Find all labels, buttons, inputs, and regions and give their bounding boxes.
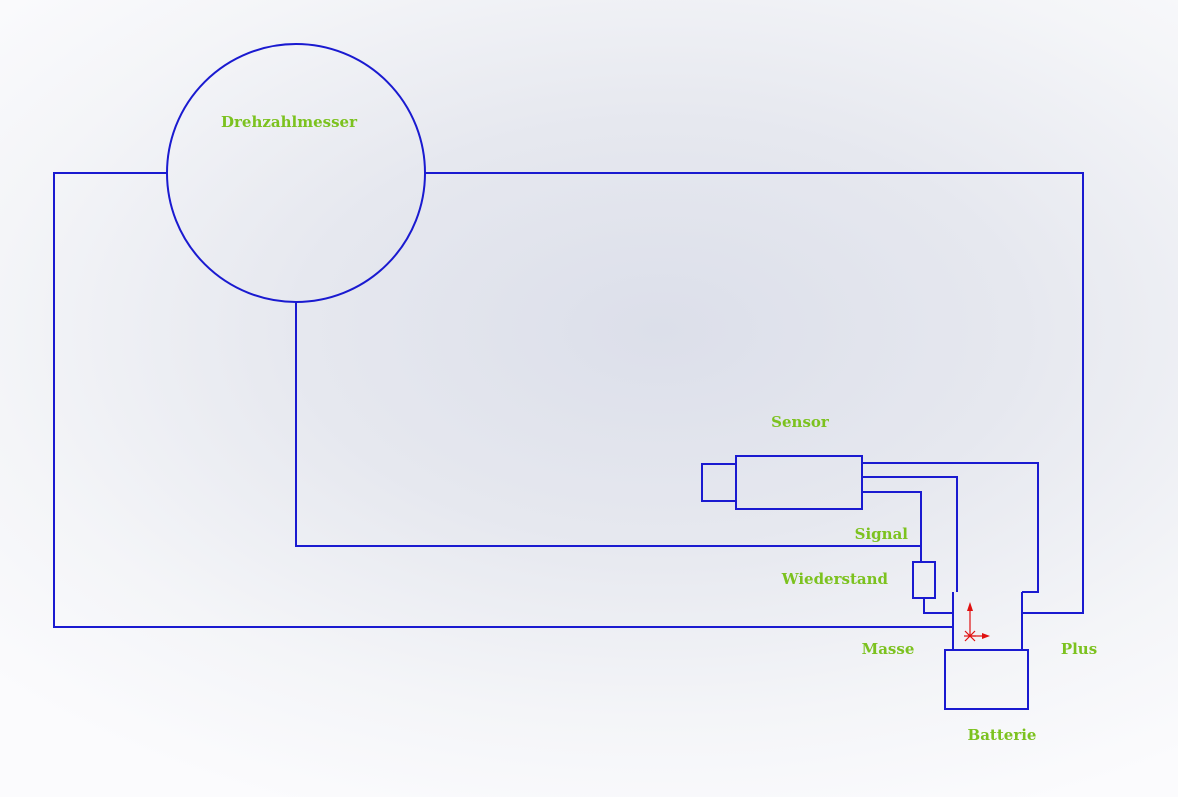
- battery-label: Batterie: [968, 726, 1037, 744]
- sensor-ground-wire: [862, 476, 958, 592]
- sensor-plus-wire: [862, 462, 1039, 593]
- origin-marker-icon: [964, 602, 990, 642]
- sensor-signal-wire: [862, 491, 922, 562]
- ground-wire: [53, 172, 953, 628]
- signal-wire: [295, 302, 921, 547]
- plus-wire: [425, 172, 1084, 614]
- resistor-ground-wire: [923, 598, 953, 614]
- tachometer-label: Drehzahlmesser: [221, 113, 358, 131]
- resistor-label: Wiederstand: [781, 570, 889, 588]
- battery-body: [944, 649, 1029, 710]
- tachometer-circle: [166, 43, 426, 303]
- sensor-body: [735, 455, 863, 510]
- sensor-cap: [701, 463, 737, 502]
- resistor: [912, 561, 936, 599]
- plus-label: Plus: [1061, 640, 1097, 658]
- signal-label: Signal: [855, 525, 909, 543]
- sensor-label: Sensor: [771, 413, 830, 431]
- ground-label: Masse: [862, 640, 915, 658]
